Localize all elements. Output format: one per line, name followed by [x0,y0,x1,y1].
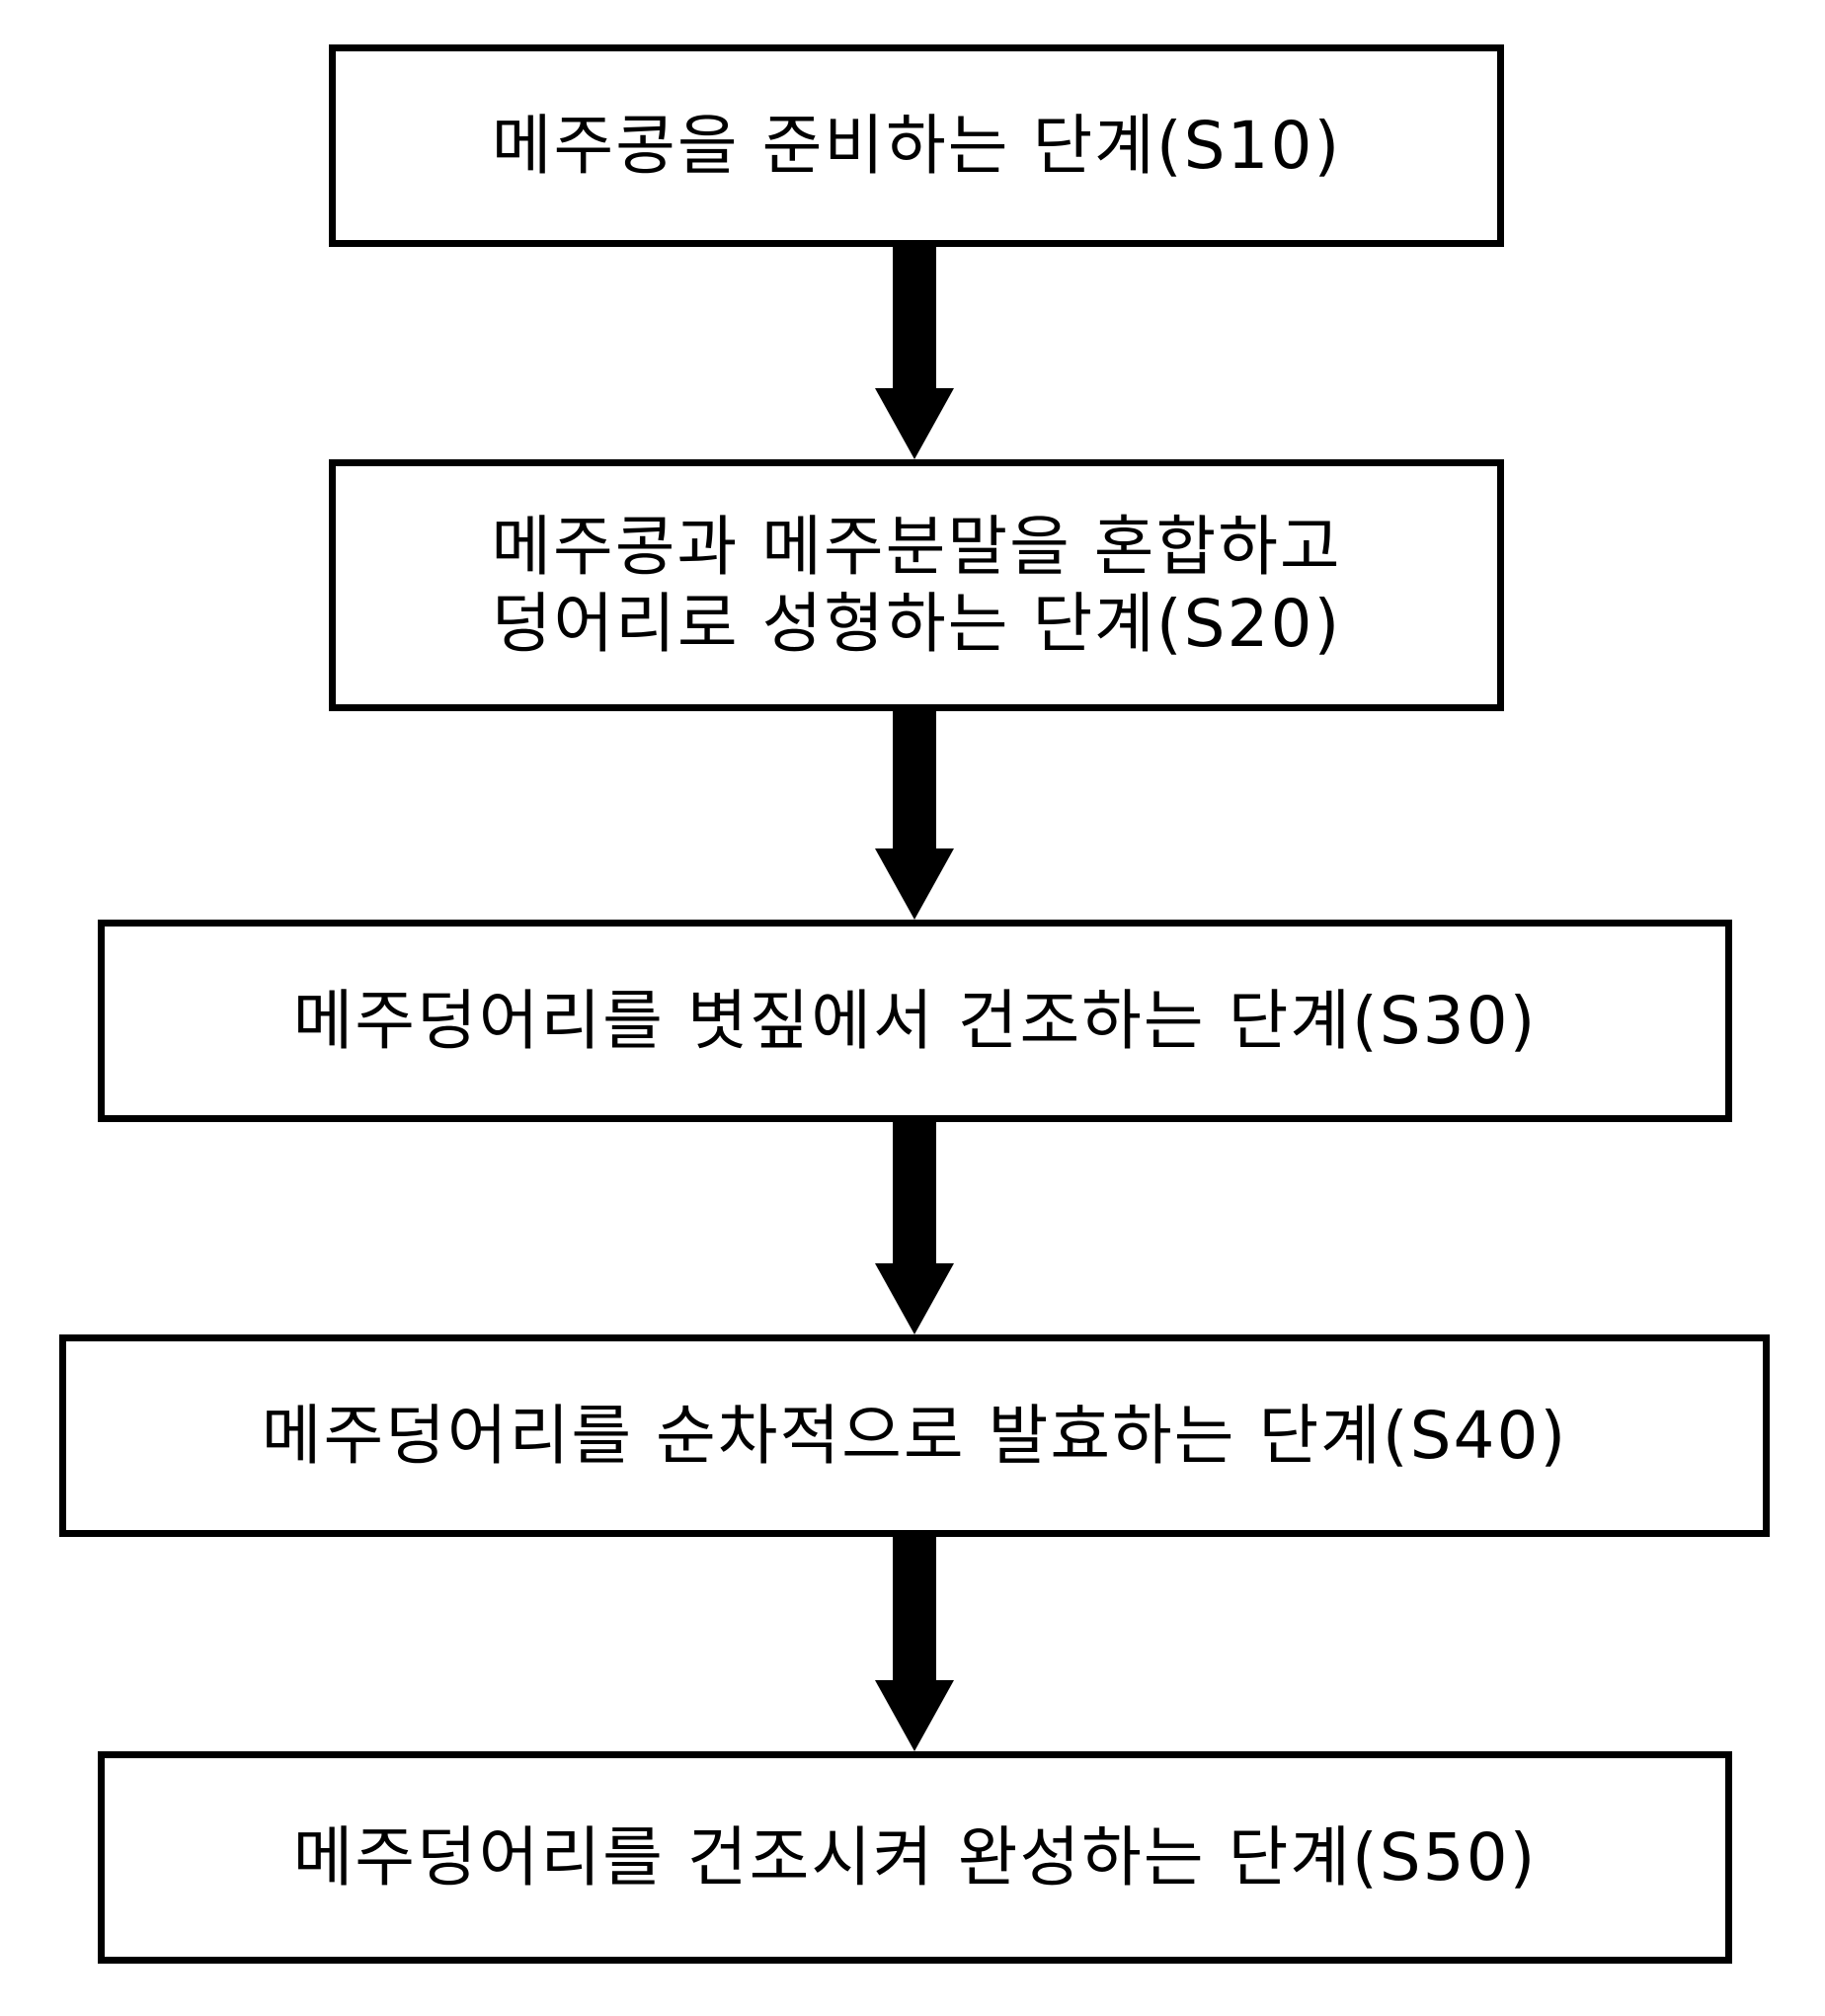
arrow-shaft [893,247,936,388]
arrow-head [875,1263,954,1334]
process-step-s30-line-1: 메주덩어리를 볏짚에서 건조하는 단계(S30) [292,982,1538,1059]
process-step-s40: 메주덩어리를 순차적으로 발효하는 단계(S40) [59,1334,1770,1537]
process-step-s20-line-2: 덩어리로 성형하는 단계(S20) [491,585,1342,662]
down-arrow-s40-to-s50 [875,1537,954,1751]
arrow-head [875,848,954,920]
down-arrow-s10-to-s20 [875,247,954,459]
arrow-shaft [893,1537,936,1680]
arrow-shaft [893,1122,936,1263]
arrow-head [875,1680,954,1751]
down-arrow-s20-to-s30 [875,711,954,920]
arrow-shaft [893,711,936,848]
process-step-s10-line-1: 메주콩을 준비하는 단계(S10) [491,107,1342,184]
down-arrow-s30-to-s40 [875,1122,954,1334]
process-step-s40-line-1: 메주덩어리를 순차적으로 발효하는 단계(S40) [261,1397,1568,1474]
process-step-s20: 메주콩과 메주분말을 혼합하고 덩어리로 성형하는 단계(S20) [329,459,1504,711]
process-step-s30: 메주덩어리를 볏짚에서 건조하는 단계(S30) [98,920,1732,1122]
process-step-s50: 메주덩어리를 건조시켜 완성하는 단계(S50) [98,1751,1732,1964]
process-step-s10: 메주콩을 준비하는 단계(S10) [329,44,1504,247]
process-step-s50-line-1: 메주덩어리를 건조시켜 완성하는 단계(S50) [292,1818,1538,1895]
process-step-s20-line-1: 메주콩과 메주분말을 혼합하고 [491,508,1342,585]
arrow-head [875,388,954,459]
